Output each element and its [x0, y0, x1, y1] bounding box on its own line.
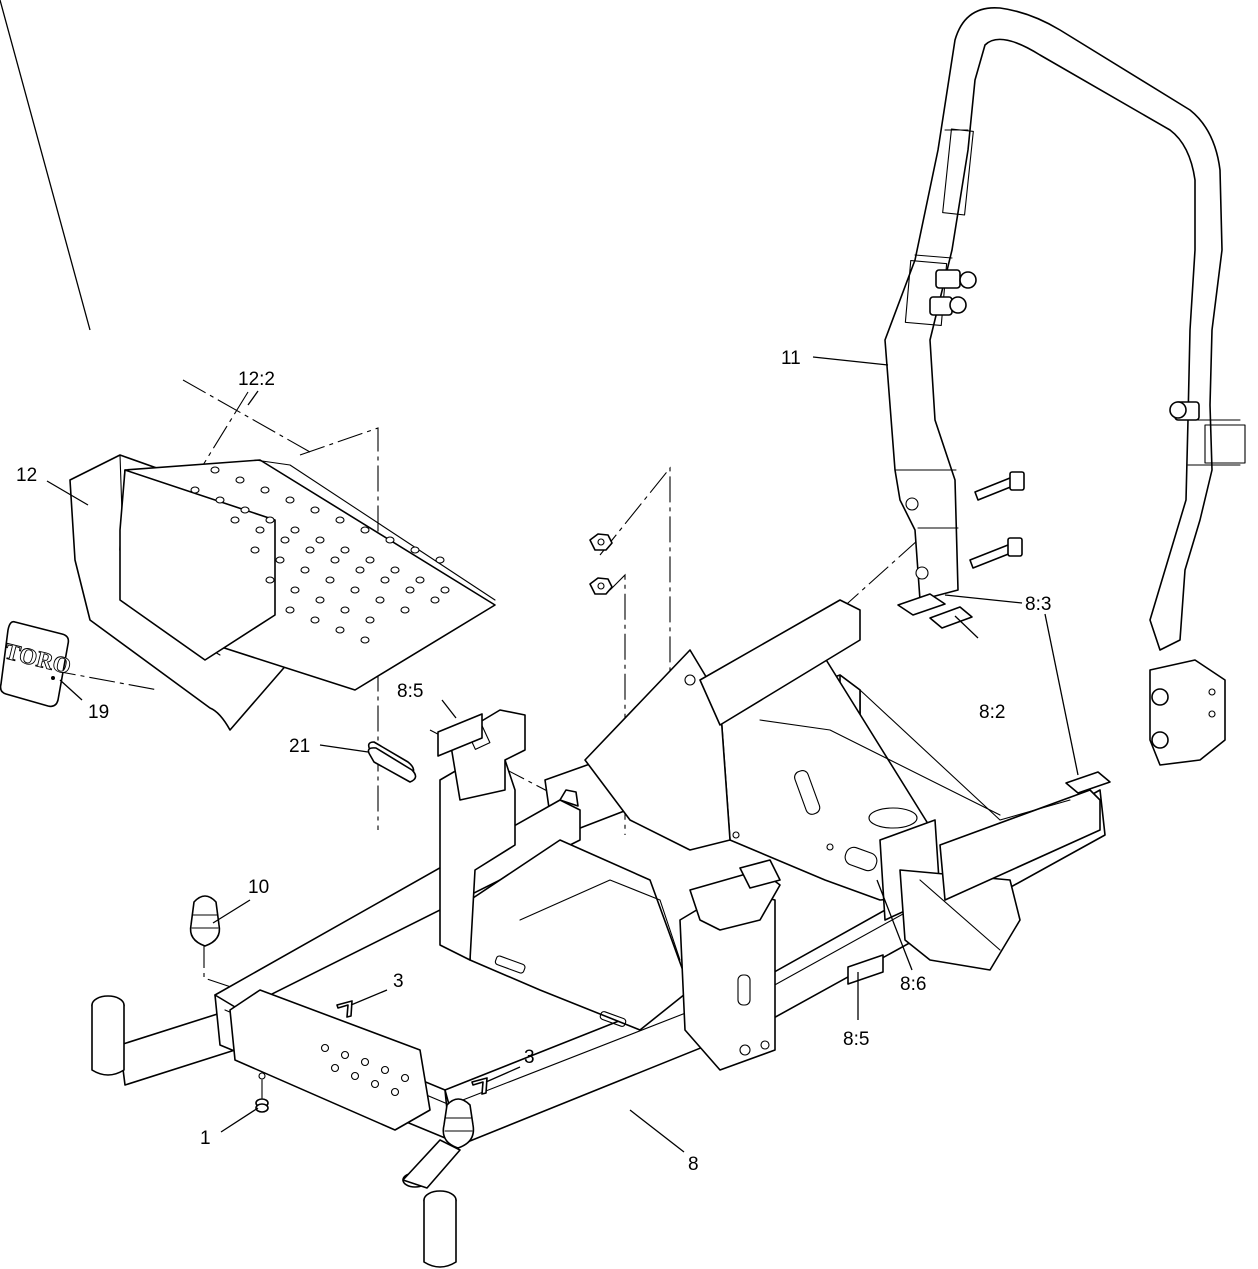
callout-11: 11: [781, 348, 801, 369]
callout-19: 19: [88, 702, 109, 723]
roll-bar: [884, 7, 1246, 766]
strap: [367, 741, 417, 783]
decal-8-5-lower: [847, 954, 884, 985]
callout-1: 1: [200, 1128, 211, 1149]
roll-bar-bolts: [969, 471, 1025, 569]
decal-8-3-upper: [897, 593, 946, 616]
foot-plate-assembly: [69, 454, 496, 731]
decals: [437, 593, 1111, 985]
callout-21: 21: [289, 736, 310, 757]
callout-8-3: 8:3: [1025, 594, 1051, 615]
callout-labels: 11 12:2 12 19 8:5 21 8:3 8:2 10 3 3 1 8 …: [16, 348, 1051, 1175]
nut: [255, 1079, 269, 1113]
toro-logo-plate: TORO: [0, 620, 74, 708]
callout-12: 12: [16, 465, 37, 486]
decal-8-5-upper: [437, 713, 483, 757]
bumpers: [189, 895, 475, 1149]
main-frame: [91, 599, 1106, 1268]
decal-8-3-lower: [1065, 771, 1111, 794]
decal-8-2: [929, 606, 973, 629]
callout-3-upper: 3: [393, 971, 404, 992]
callout-12-2: 12:2: [238, 369, 275, 390]
foot-plate-perforations: [190, 466, 450, 644]
callout-8-6: 8:6: [900, 974, 926, 995]
pins: [336, 1000, 488, 1095]
callout-10: 10: [248, 877, 269, 898]
callout-3-lower: 3: [524, 1047, 535, 1068]
leader-lines: [0, 0, 1079, 1153]
callout-8-5-upper: 8:5: [397, 681, 423, 702]
hex-nuts: [589, 533, 613, 595]
callout-8: 8: [688, 1154, 699, 1175]
callout-8-2: 8:2: [979, 702, 1005, 723]
callout-8-5-lower: 8:5: [843, 1029, 869, 1050]
